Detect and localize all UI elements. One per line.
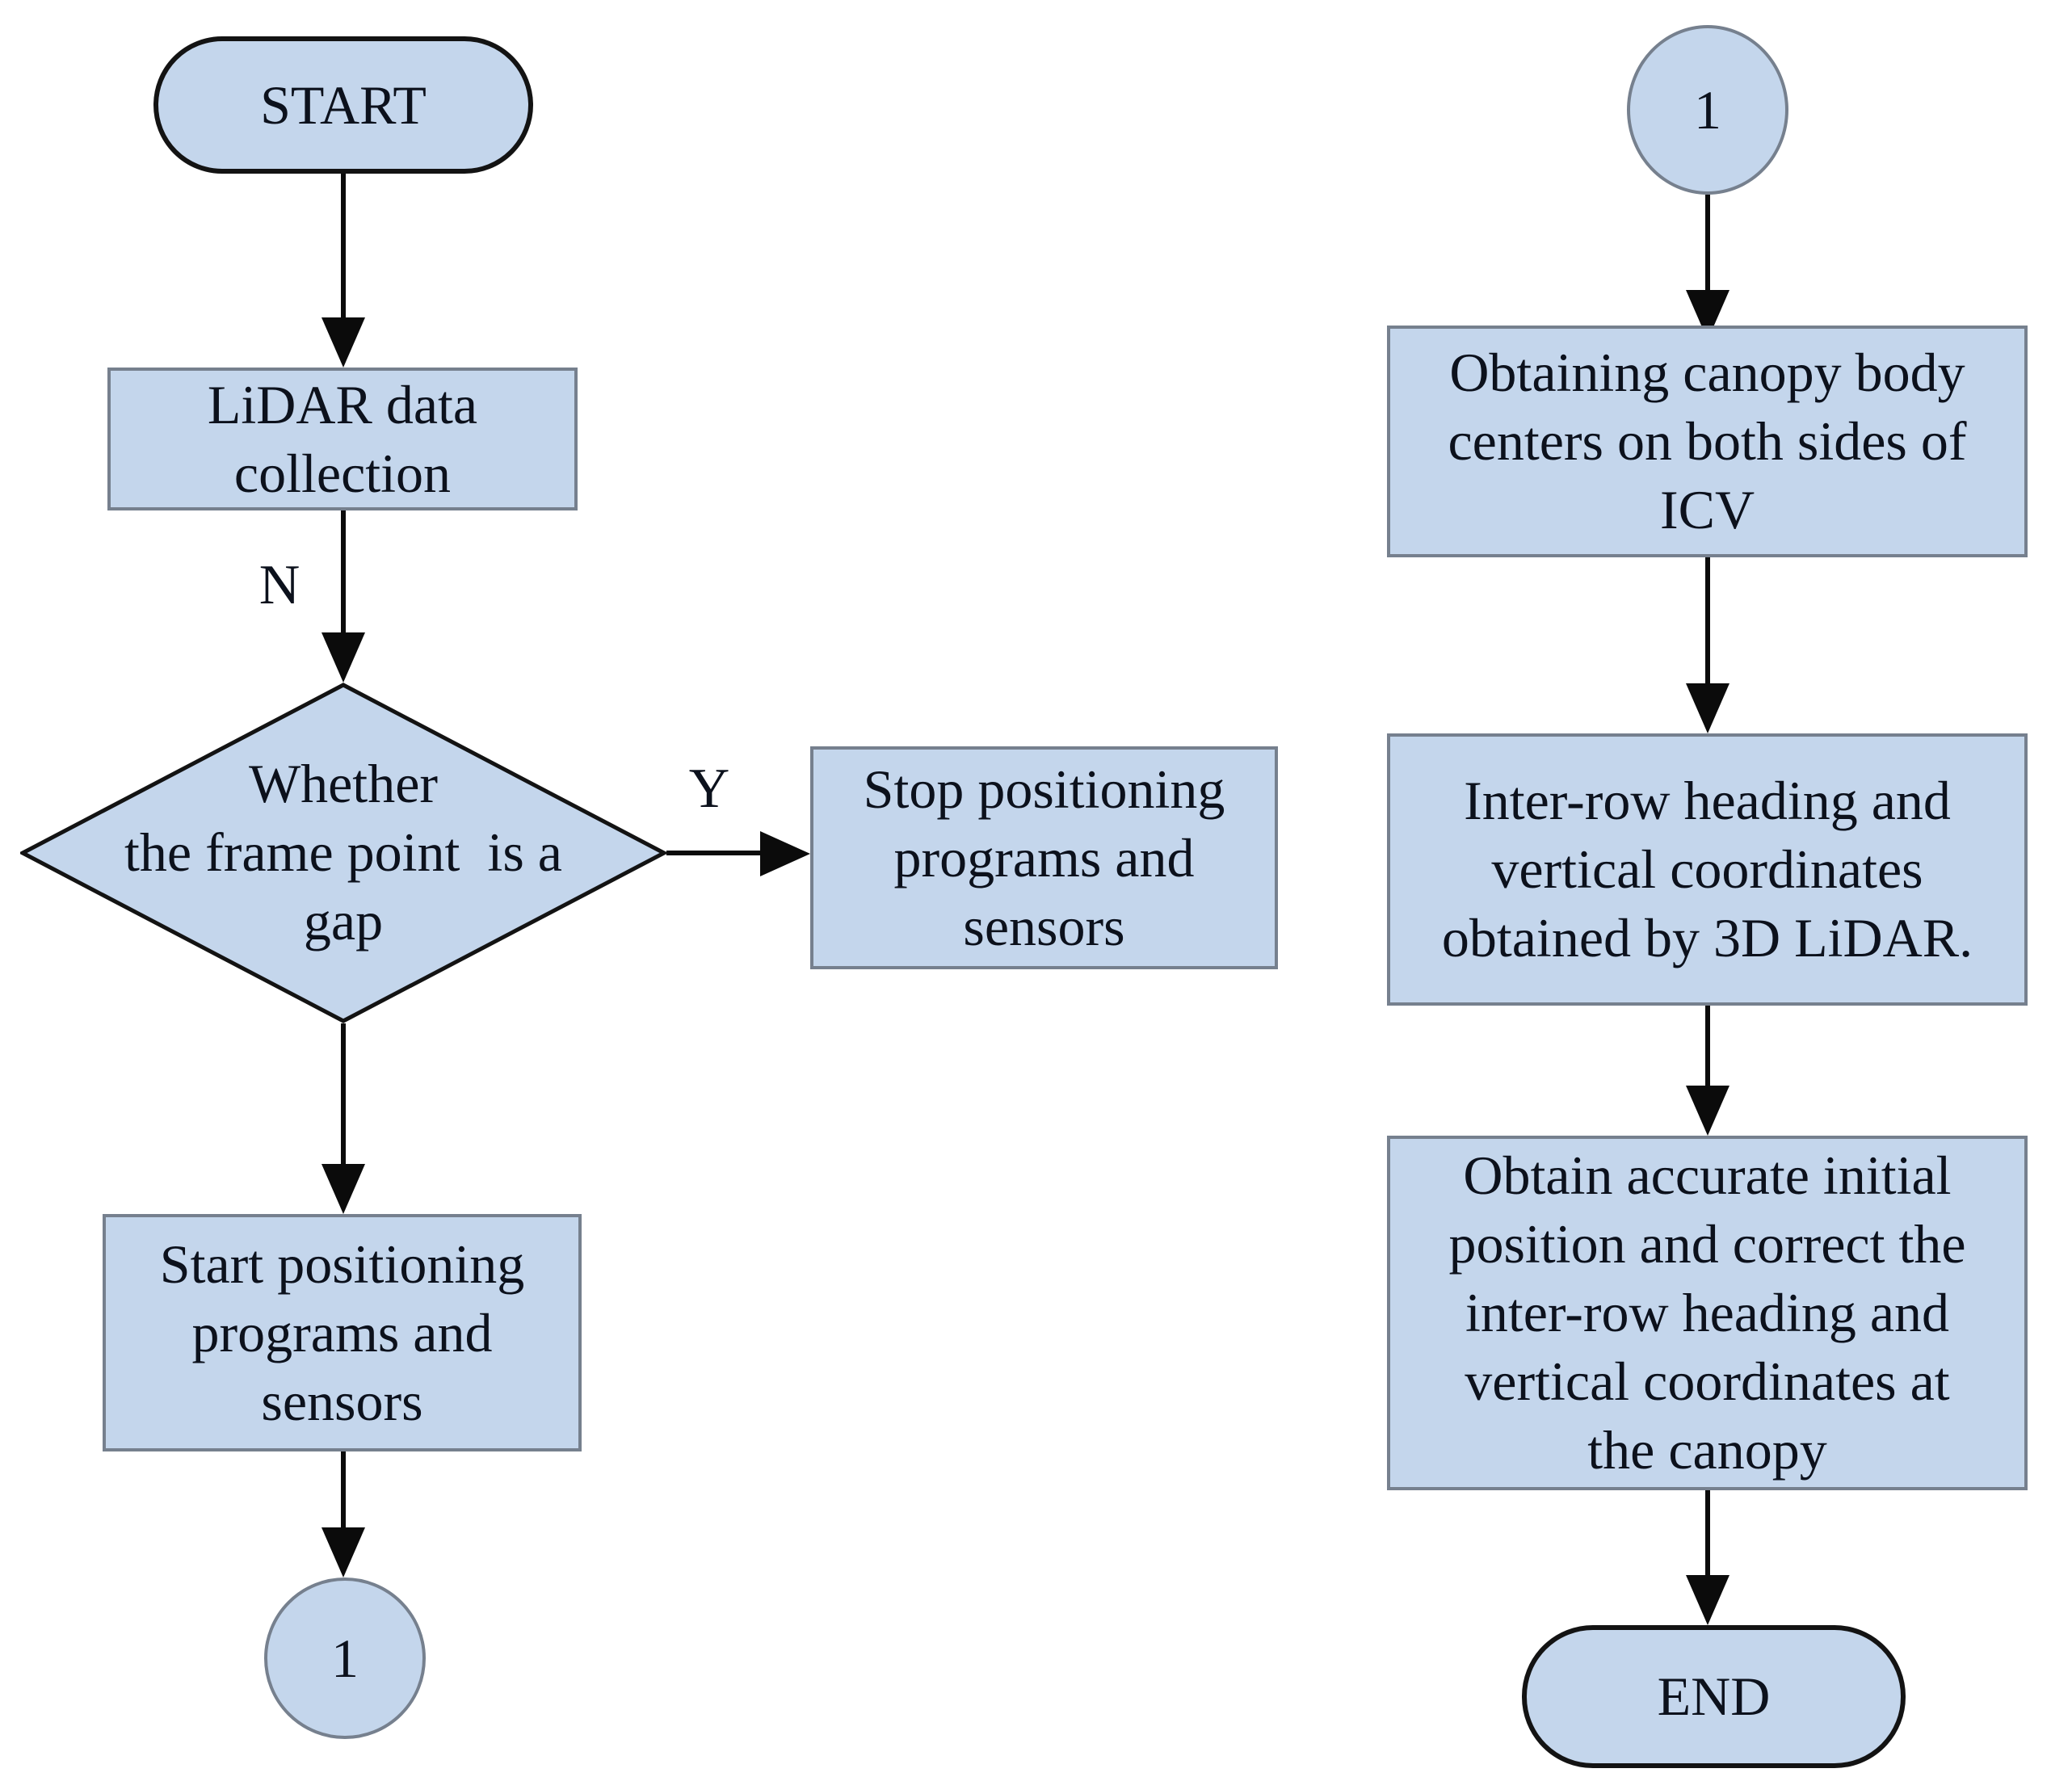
arrowhead-down-icon (1686, 1575, 1729, 1625)
lidar-collection-box: LiDAR data collection (107, 368, 578, 510)
decision-yes-label: Y (688, 758, 730, 820)
arrowhead-down-icon (322, 1164, 365, 1214)
arrow-shaft (1705, 557, 1710, 685)
gap-decision-diamond (20, 683, 666, 1023)
start-positioning-box: Start positioning programs and sensors (103, 1214, 582, 1451)
arrowhead-down-icon (322, 317, 365, 368)
arrow-shaft (341, 174, 346, 321)
arrowhead-down-icon (322, 1527, 365, 1577)
arrow-shaft (666, 851, 763, 855)
arrow-shaft (1705, 195, 1710, 292)
connector-circle-left: 1 (264, 1577, 426, 1739)
arrowhead-right-icon (760, 831, 810, 876)
start-terminal: START (153, 36, 533, 174)
end-terminal: END (1522, 1625, 1906, 1768)
arrow-shaft (341, 1023, 346, 1166)
arrow-shaft (1705, 1490, 1710, 1577)
arrowhead-down-icon (322, 632, 365, 683)
stop-positioning-box: Stop positioning programs and sensors (810, 746, 1278, 969)
connector-circle-right: 1 (1627, 25, 1788, 195)
arrow-shaft (341, 1451, 346, 1529)
inter-row-heading-box: Inter-row heading and vertical coordinat… (1387, 733, 2028, 1006)
arrowhead-down-icon (1686, 1086, 1729, 1136)
arrow-shaft (1705, 1006, 1710, 1087)
arrow-shaft (341, 510, 346, 634)
decision-no-label: N (258, 554, 301, 616)
arrowhead-down-icon (1686, 683, 1729, 733)
diamond-shape (20, 683, 666, 1023)
canopy-centers-box: Obtaining canopy body centers on both si… (1387, 326, 2028, 557)
gap-decision-label: Whether the frame point is a gap (124, 752, 562, 952)
obtain-accurate-position-box: Obtain accurate initial position and cor… (1387, 1136, 2028, 1490)
